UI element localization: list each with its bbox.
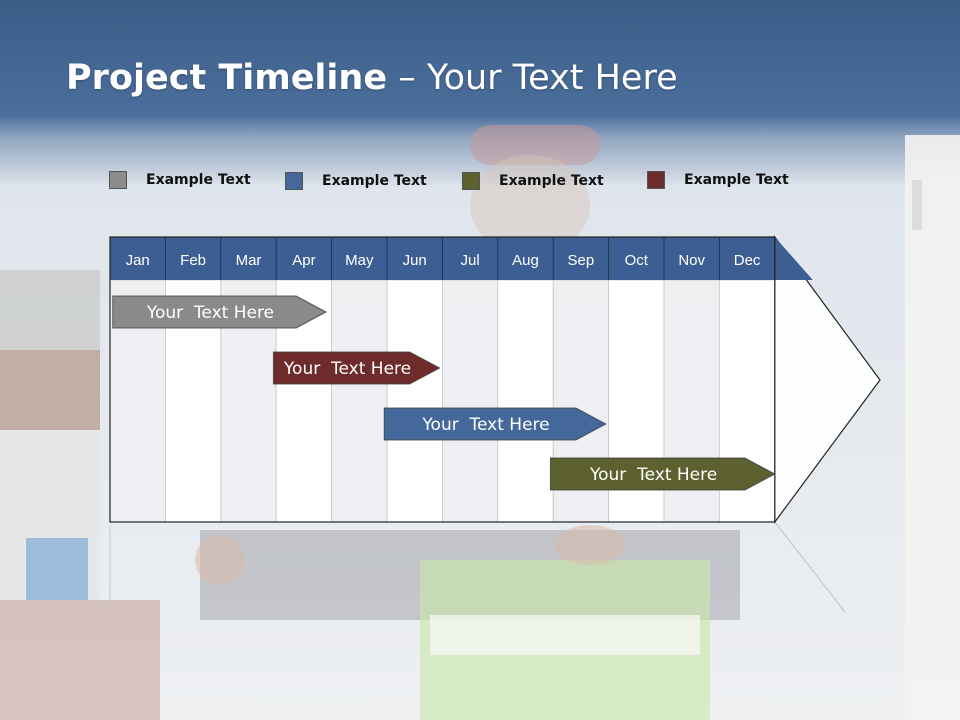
bar-label: Your Text Here [589, 465, 717, 485]
month-label: Nov [678, 252, 705, 269]
month-label: Apr [292, 252, 315, 269]
legend-item: Example Text [647, 170, 789, 190]
month-label: Feb [180, 252, 206, 269]
month-header-row [110, 237, 813, 280]
timeline-bar [112, 295, 328, 329]
legend-label: Example Text [322, 173, 427, 189]
title-rest: – Your Text Here [387, 58, 678, 98]
legend-swatch [285, 172, 303, 190]
month-column [441, 279, 499, 523]
legend-swatch [462, 172, 480, 190]
legend-item: Example Text [462, 171, 604, 191]
month-column [331, 279, 388, 523]
legend-label: Example Text [684, 172, 789, 188]
timeline-bar [383, 407, 607, 441]
month-label: Jan [126, 252, 150, 269]
month-label: Aug [512, 252, 539, 269]
bar-label: Your Text Here [421, 415, 549, 435]
month-label: Jul [461, 252, 480, 269]
month-label: Oct [625, 252, 649, 269]
timeline-bar [549, 457, 776, 491]
month-label: Jun [403, 252, 427, 269]
page-title: Project Timeline – Your Text Here [66, 58, 678, 98]
legend-swatch [109, 171, 127, 189]
month-label: May [345, 252, 374, 269]
legend-item: Example Text [285, 171, 427, 191]
title-bold: Project Timeline [66, 58, 388, 98]
bar-label: Your Text Here [146, 303, 274, 323]
grid-outline [109, 236, 776, 523]
arrow-reflection [774, 521, 846, 613]
month-label: Dec [734, 252, 761, 269]
month-column [497, 279, 554, 523]
month-label: Sep [568, 252, 595, 269]
legend-label: Example Text [499, 173, 604, 189]
legend-item: Example Text [109, 170, 251, 190]
timeline-bar [272, 351, 441, 385]
month-column [386, 279, 443, 523]
legend-swatch [647, 171, 665, 189]
bar-label: Your Text Here [283, 359, 411, 379]
month-label: Mar [236, 252, 262, 269]
legend-label: Example Text [146, 172, 251, 188]
